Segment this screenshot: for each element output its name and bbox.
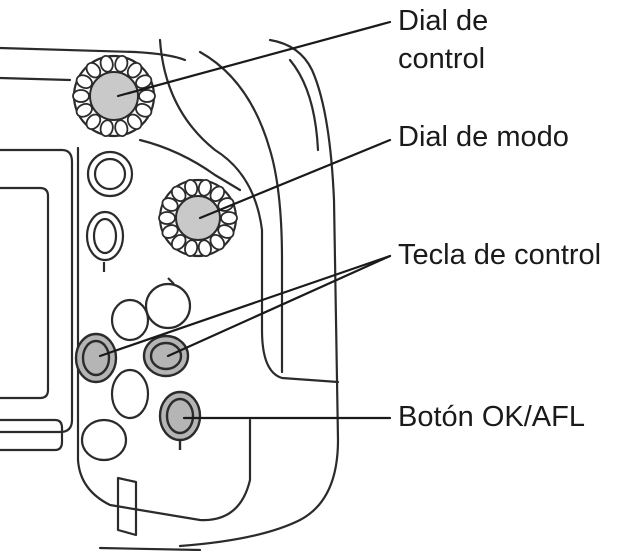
control-dial-tooth xyxy=(72,89,90,103)
pad-top-left-button xyxy=(110,298,150,342)
label-dial-de-control-line2: control xyxy=(398,43,486,75)
lcd-screen xyxy=(0,186,50,400)
label-dial-de-control-line1: Dial de xyxy=(398,5,489,37)
lcd-frame xyxy=(0,148,74,434)
mode-dial-tooth xyxy=(220,211,238,225)
pad-bottom-button xyxy=(110,368,150,420)
control-dial-tooth xyxy=(138,89,156,103)
lcd-bottom-slot xyxy=(0,418,64,452)
mode-dial-tooth xyxy=(158,211,176,225)
pad-top-marker xyxy=(167,277,175,285)
upper-button-inner xyxy=(93,157,127,191)
pad-bottom-left-button xyxy=(80,418,128,462)
control-dial xyxy=(72,54,156,138)
leader-dial-de-control xyxy=(116,20,392,98)
pad-top-button xyxy=(144,282,192,330)
control-dial-tooth xyxy=(99,54,114,73)
control-dial-tooth xyxy=(126,113,143,130)
ok-afl-button-inner xyxy=(165,397,195,435)
grip-side-outer xyxy=(178,38,340,548)
control-dial-tooth xyxy=(126,62,143,79)
viewfinder-hump-outer xyxy=(158,38,340,384)
grip-side-inner xyxy=(288,58,320,152)
camera-top-edge-inner xyxy=(0,76,72,82)
control-dial-tooth xyxy=(114,119,129,138)
mode-dial xyxy=(158,178,238,258)
middle-left-button-inner xyxy=(92,217,118,255)
control-dial-tooth xyxy=(85,113,102,130)
panel-outline xyxy=(76,146,252,522)
control-dial-tooth xyxy=(114,54,129,73)
label-dial-de-modo: Dial de modo xyxy=(398,121,569,153)
control-key-left-inner xyxy=(81,339,111,377)
panel-divider xyxy=(138,138,242,192)
bottom-edge xyxy=(98,546,202,552)
leader-tecla-right xyxy=(166,254,392,358)
control-dial-tooth xyxy=(99,119,114,138)
leader-dial-de-modo xyxy=(198,138,392,220)
leader-tecla-left xyxy=(98,254,392,358)
strap-lug xyxy=(116,476,138,537)
label-boton-ok-afl: Botón OK/AFL xyxy=(398,401,585,433)
control-key-right-inner xyxy=(149,341,183,371)
viewfinder-hump-inner xyxy=(198,50,284,374)
label-dial-de-control: Dial de control xyxy=(398,2,488,78)
camera-top-edge xyxy=(0,46,187,62)
control-dial-tooth xyxy=(85,62,102,79)
label-tecla-de-control: Tecla de control xyxy=(398,239,602,271)
